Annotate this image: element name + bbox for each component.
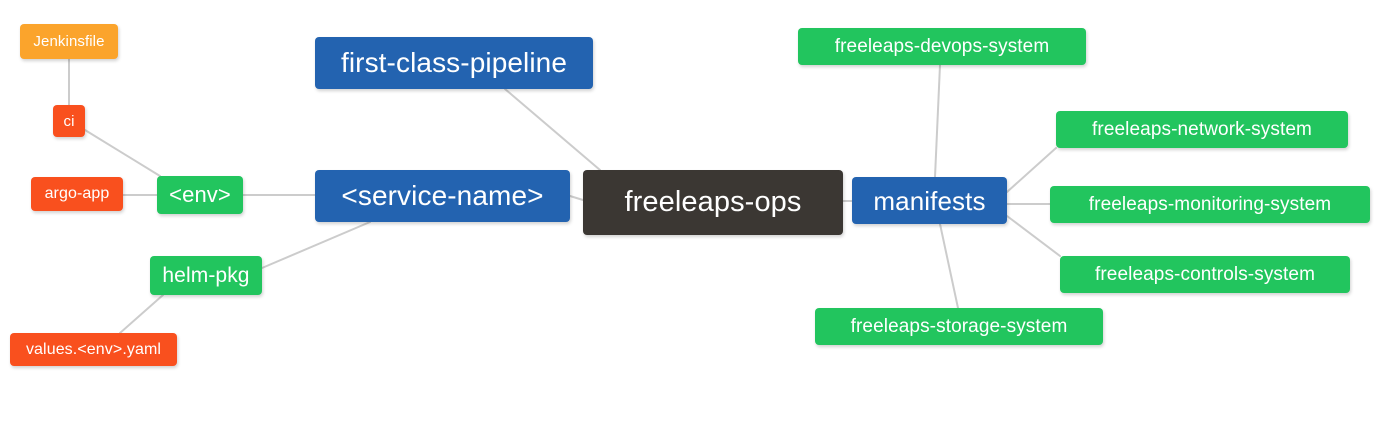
mindmap-node-helm-pkg[interactable]: helm-pkg [150, 256, 262, 295]
edge-service-name-to-helm-pkg [261, 221, 371, 269]
edge-ci-to-env [84, 129, 161, 177]
mindmap-node-storage-system[interactable]: freeleaps-storage-system [815, 308, 1103, 345]
edge-helm-pkg-to-values-yaml [119, 294, 164, 334]
edge-manifests-to-network-system [1006, 147, 1057, 193]
mindmap-node-freeleaps-ops[interactable]: freeleaps-ops [583, 170, 843, 235]
mindmap-node-first-class-pipeline[interactable]: first-class-pipeline [315, 37, 593, 89]
mindmap-node-controls-system[interactable]: freeleaps-controls-system [1060, 256, 1350, 293]
node-label: freeleaps-devops-system [834, 36, 1050, 57]
mindmap-node-manifests[interactable]: manifests [852, 177, 1007, 224]
node-label: first-class-pipeline [340, 47, 568, 78]
edge-manifests-to-devops-system [934, 64, 941, 178]
mindmap-node-service-name[interactable]: <service-name> [315, 170, 570, 222]
node-label: freeleaps-ops [624, 186, 802, 218]
node-label: values.<env>.yaml [25, 340, 162, 358]
node-label: helm-pkg [162, 264, 250, 287]
node-label: freeleaps-monitoring-system [1088, 194, 1332, 215]
mindmap-node-jenkinsfile[interactable]: Jenkinsfile [20, 24, 118, 59]
mindmap-node-env[interactable]: <env> [157, 176, 243, 214]
node-label: <service-name> [341, 180, 544, 211]
node-label: <env> [169, 182, 231, 207]
mindmap-node-devops-system[interactable]: freeleaps-devops-system [798, 28, 1086, 65]
node-label: ci [63, 112, 75, 130]
node-label: manifests [873, 185, 986, 216]
node-label: freeleaps-storage-system [850, 316, 1068, 337]
mindmap-node-argo-app[interactable]: argo-app [31, 177, 123, 211]
node-label: argo-app [44, 185, 110, 202]
mindmap-node-values-yaml[interactable]: values.<env>.yaml [10, 333, 177, 366]
node-label: freeleaps-controls-system [1094, 264, 1316, 285]
edge-service-name-to-freeleaps-ops [569, 195, 584, 201]
edge-manifests-to-storage-system [939, 223, 959, 309]
node-label: freeleaps-network-system [1092, 119, 1312, 140]
mindmap-node-monitoring-system[interactable]: freeleaps-monitoring-system [1050, 186, 1370, 223]
mindmap-node-ci[interactable]: ci [53, 105, 85, 137]
edge-first-class-pipeline-to-freeleaps-ops [504, 88, 601, 171]
mindmap-node-network-system[interactable]: freeleaps-network-system [1056, 111, 1348, 148]
node-label: Jenkinsfile [33, 33, 105, 50]
